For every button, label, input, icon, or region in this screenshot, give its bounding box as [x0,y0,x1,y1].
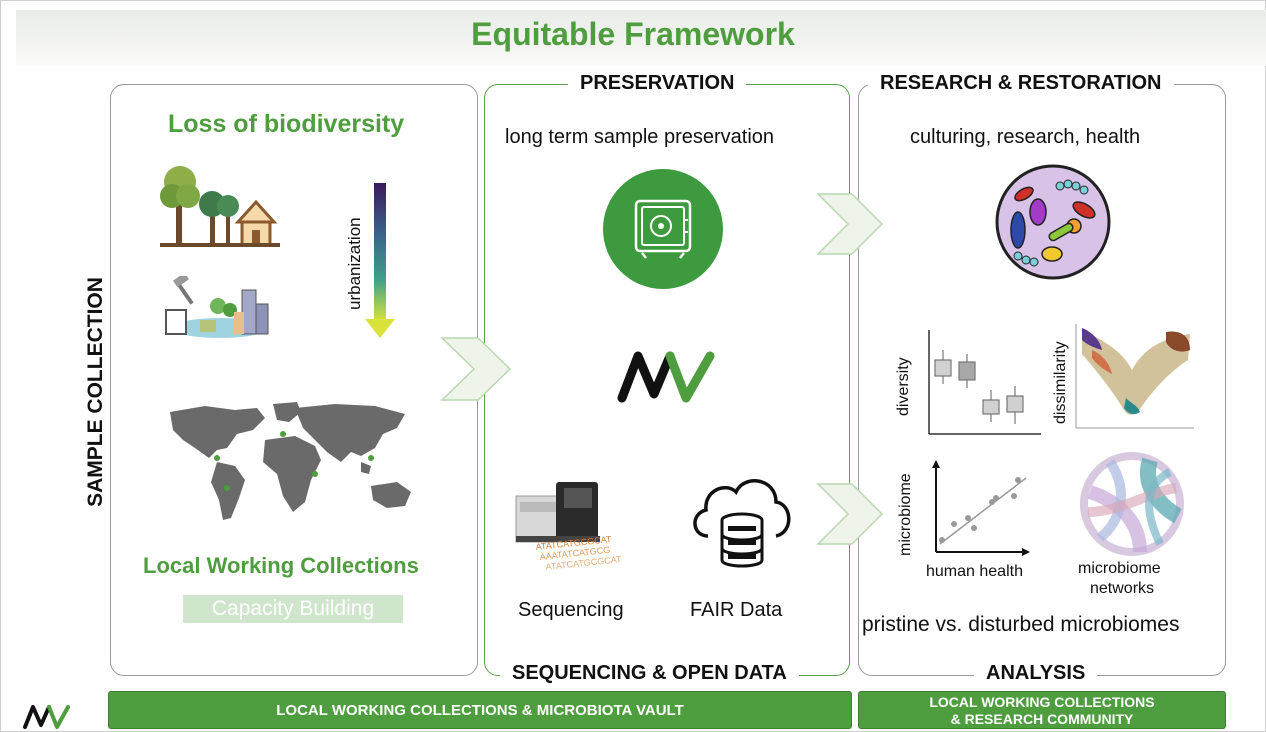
analysis-heading: ANALYSIS [974,662,1098,685]
microbiome-axis-label: microbiome [897,473,914,556]
scatter-pcoa-icon [1075,324,1194,429]
header-band [16,10,1266,66]
chevron-arrow-bottom [816,483,884,545]
urban-city-icon [165,276,269,338]
chevron-arrow-left-mid [440,337,512,401]
chevron-arrow-top [816,193,884,255]
sequencer-icon: ATATCATGCGCAT AAATATCATGCG ATATCATGCGCAT [515,482,622,572]
vault-safe-icon [603,169,723,289]
networks-label-line1: microbiome [1078,560,1161,577]
footer-bar-right-line2: & RESEARCH COMMUNITY [950,711,1134,727]
footer-bar-left: LOCAL WORKING COLLECTIONS & MICROBIOTA V… [108,691,852,729]
world-map-icon [170,402,411,520]
culturing-description: culturing, research, health [910,126,1141,148]
loss-of-biodiversity-title: Loss of biodiversity [168,110,405,138]
human-health-axis-label: human health [926,563,1023,580]
pristine-vs-disturbed-label: pristine vs. disturbed microbiomes [862,613,1180,636]
urbanization-label: urbanization [345,217,364,310]
page-title: Equitable Framework [471,16,795,52]
capacity-building-badge: Capacity Building [183,595,403,623]
networks-label-line2: networks [1090,580,1155,597]
footer-bar-right: LOCAL WORKING COLLECTIONS & RESEARCH COM… [858,691,1226,729]
fair-data-label: FAIR Data [690,599,783,621]
sequencing-label: Sequencing [518,599,624,621]
local-working-collections-title: Local Working Collections [143,553,419,578]
mv-logo-small-icon [23,705,70,729]
dissimilarity-axis-label: dissimilarity [1052,341,1069,424]
regression-plot-icon [932,460,1030,556]
preservation-heading: PRESERVATION [568,72,747,95]
cloud-database-icon [693,479,791,568]
forest-hut-icon [160,166,280,247]
diversity-axis-label: diversity [895,357,912,416]
research-restoration-heading: RESEARCH & RESTORATION [868,72,1174,95]
chord-network-icon [1080,452,1184,556]
petri-dish-icon [995,164,1111,280]
sequencing-open-data-heading: SEQUENCING & OPEN DATA [500,662,799,685]
boxplot-icon [928,330,1041,435]
footer-bar-right-line1: LOCAL WORKING COLLECTIONS [929,694,1155,710]
urbanization-gradient-arrow [365,183,395,338]
mv-logo-icon [617,351,715,403]
sample-collection-label: SAMPLE COLLECTION [84,277,107,507]
preservation-description: long term sample preservation [505,126,775,148]
